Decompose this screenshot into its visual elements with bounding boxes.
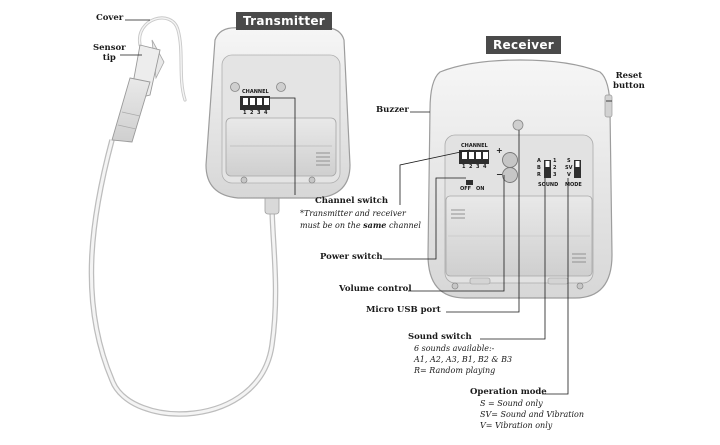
leader-lines (120, 19, 612, 395)
channel-note-line2b: channel (386, 220, 421, 230)
leader-channel-tx (270, 97, 296, 195)
sound-switch-label: Sound switch (408, 332, 472, 342)
sensor-tip-label: Sensor tip (93, 43, 126, 64)
rx-dip-num-2: 2 (469, 164, 473, 170)
sound-pos-a: A (537, 158, 541, 164)
sensor-body (111, 44, 161, 143)
leader-usb (446, 130, 520, 313)
mode-desc-line2: SV= Sound and Vibration (480, 409, 585, 419)
channel-note: *Transmitter and receiver must be on the… (300, 209, 421, 232)
mode-desc-line3: V= Vibration only (480, 420, 553, 430)
rx-dip-num-1: 1 (462, 164, 466, 170)
power-switch-label: Power switch (320, 252, 383, 262)
tx-dip-num-3: 3 (257, 110, 261, 116)
sound-pos-b: B (537, 165, 541, 171)
mode-desc: S = Sound only SV= Sound and Vibration V… (480, 399, 584, 431)
tx-dip-num-2: 2 (250, 110, 254, 116)
mode-pos-v: V (567, 172, 571, 178)
mode-print: MODE (565, 182, 582, 188)
leader-channel-rx (399, 149, 471, 205)
receiver-title: Receiver (486, 36, 562, 54)
sound-desc-line1: 6 sounds available:- (414, 344, 495, 353)
sound-desc-line3: R= Random playing (414, 365, 496, 375)
sound-desc: 6 sounds available:- A1, A2, A3, B1, B2 … (414, 344, 512, 376)
channel-note-line2a: must be on the (300, 220, 364, 230)
volume-control-label: Volume control (339, 284, 412, 294)
rx-dip-num-4: 4 (483, 164, 487, 170)
operation-mode-label: Operation mode (470, 387, 547, 397)
mode-pos-s: S (567, 158, 571, 164)
leader-sound (480, 178, 546, 340)
leader-power (383, 177, 466, 260)
receiver-body (427, 59, 613, 299)
cover-label: Cover (96, 13, 124, 23)
leader-volume (408, 175, 505, 292)
sound-print: SOUND (538, 182, 559, 188)
sound-pos-3: 3 (553, 172, 557, 178)
sound-pos-r: R (537, 172, 541, 178)
rx-channel-print: CHANNEL (461, 143, 488, 149)
reset-button-label: Reset button (613, 71, 645, 92)
sensor-tip-label-line1: Sensor (93, 43, 126, 53)
rx-dip-num-3: 3 (476, 164, 480, 170)
sound-pos-2: 2 (553, 165, 557, 171)
volume-plus-print: + (496, 146, 503, 155)
transmitter-body (205, 27, 351, 199)
channel-note-emphasis: same (363, 219, 387, 230)
sound-pos-1: 1 (553, 158, 557, 164)
transmitter-title: Transmitter (236, 12, 333, 30)
mode-pos-sv: SV (565, 165, 573, 171)
power-off-print: OFF (460, 186, 472, 192)
sensor-tip-label-line2: tip (102, 52, 116, 63)
reset-button-shape (604, 94, 613, 118)
channel-note-line1: *Transmitter and receiver (300, 209, 406, 218)
volume-minus-print: − (496, 170, 503, 179)
channel-switch-label: Channel switch (315, 196, 389, 206)
reset-button-label-line1: Reset (615, 71, 643, 81)
tx-channel-print: CHANNEL (242, 89, 269, 95)
buzzer-label: Buzzer (376, 105, 409, 115)
volume-knob-bottom (502, 167, 518, 183)
reset-button-label-line2: button (613, 80, 645, 91)
mode-desc-line1: S = Sound only (480, 399, 543, 408)
tx-dip-num-1: 1 (243, 110, 247, 116)
power-on-print: ON (476, 186, 485, 192)
volume-knob-top (502, 152, 518, 168)
sound-desc-line2: A1, A2, A3, B1, B2 & B3 (414, 354, 513, 364)
leader-mode (542, 178, 569, 395)
micro-usb-port-label: Micro USB port (366, 305, 441, 315)
tx-dip-num-4: 4 (264, 110, 268, 116)
